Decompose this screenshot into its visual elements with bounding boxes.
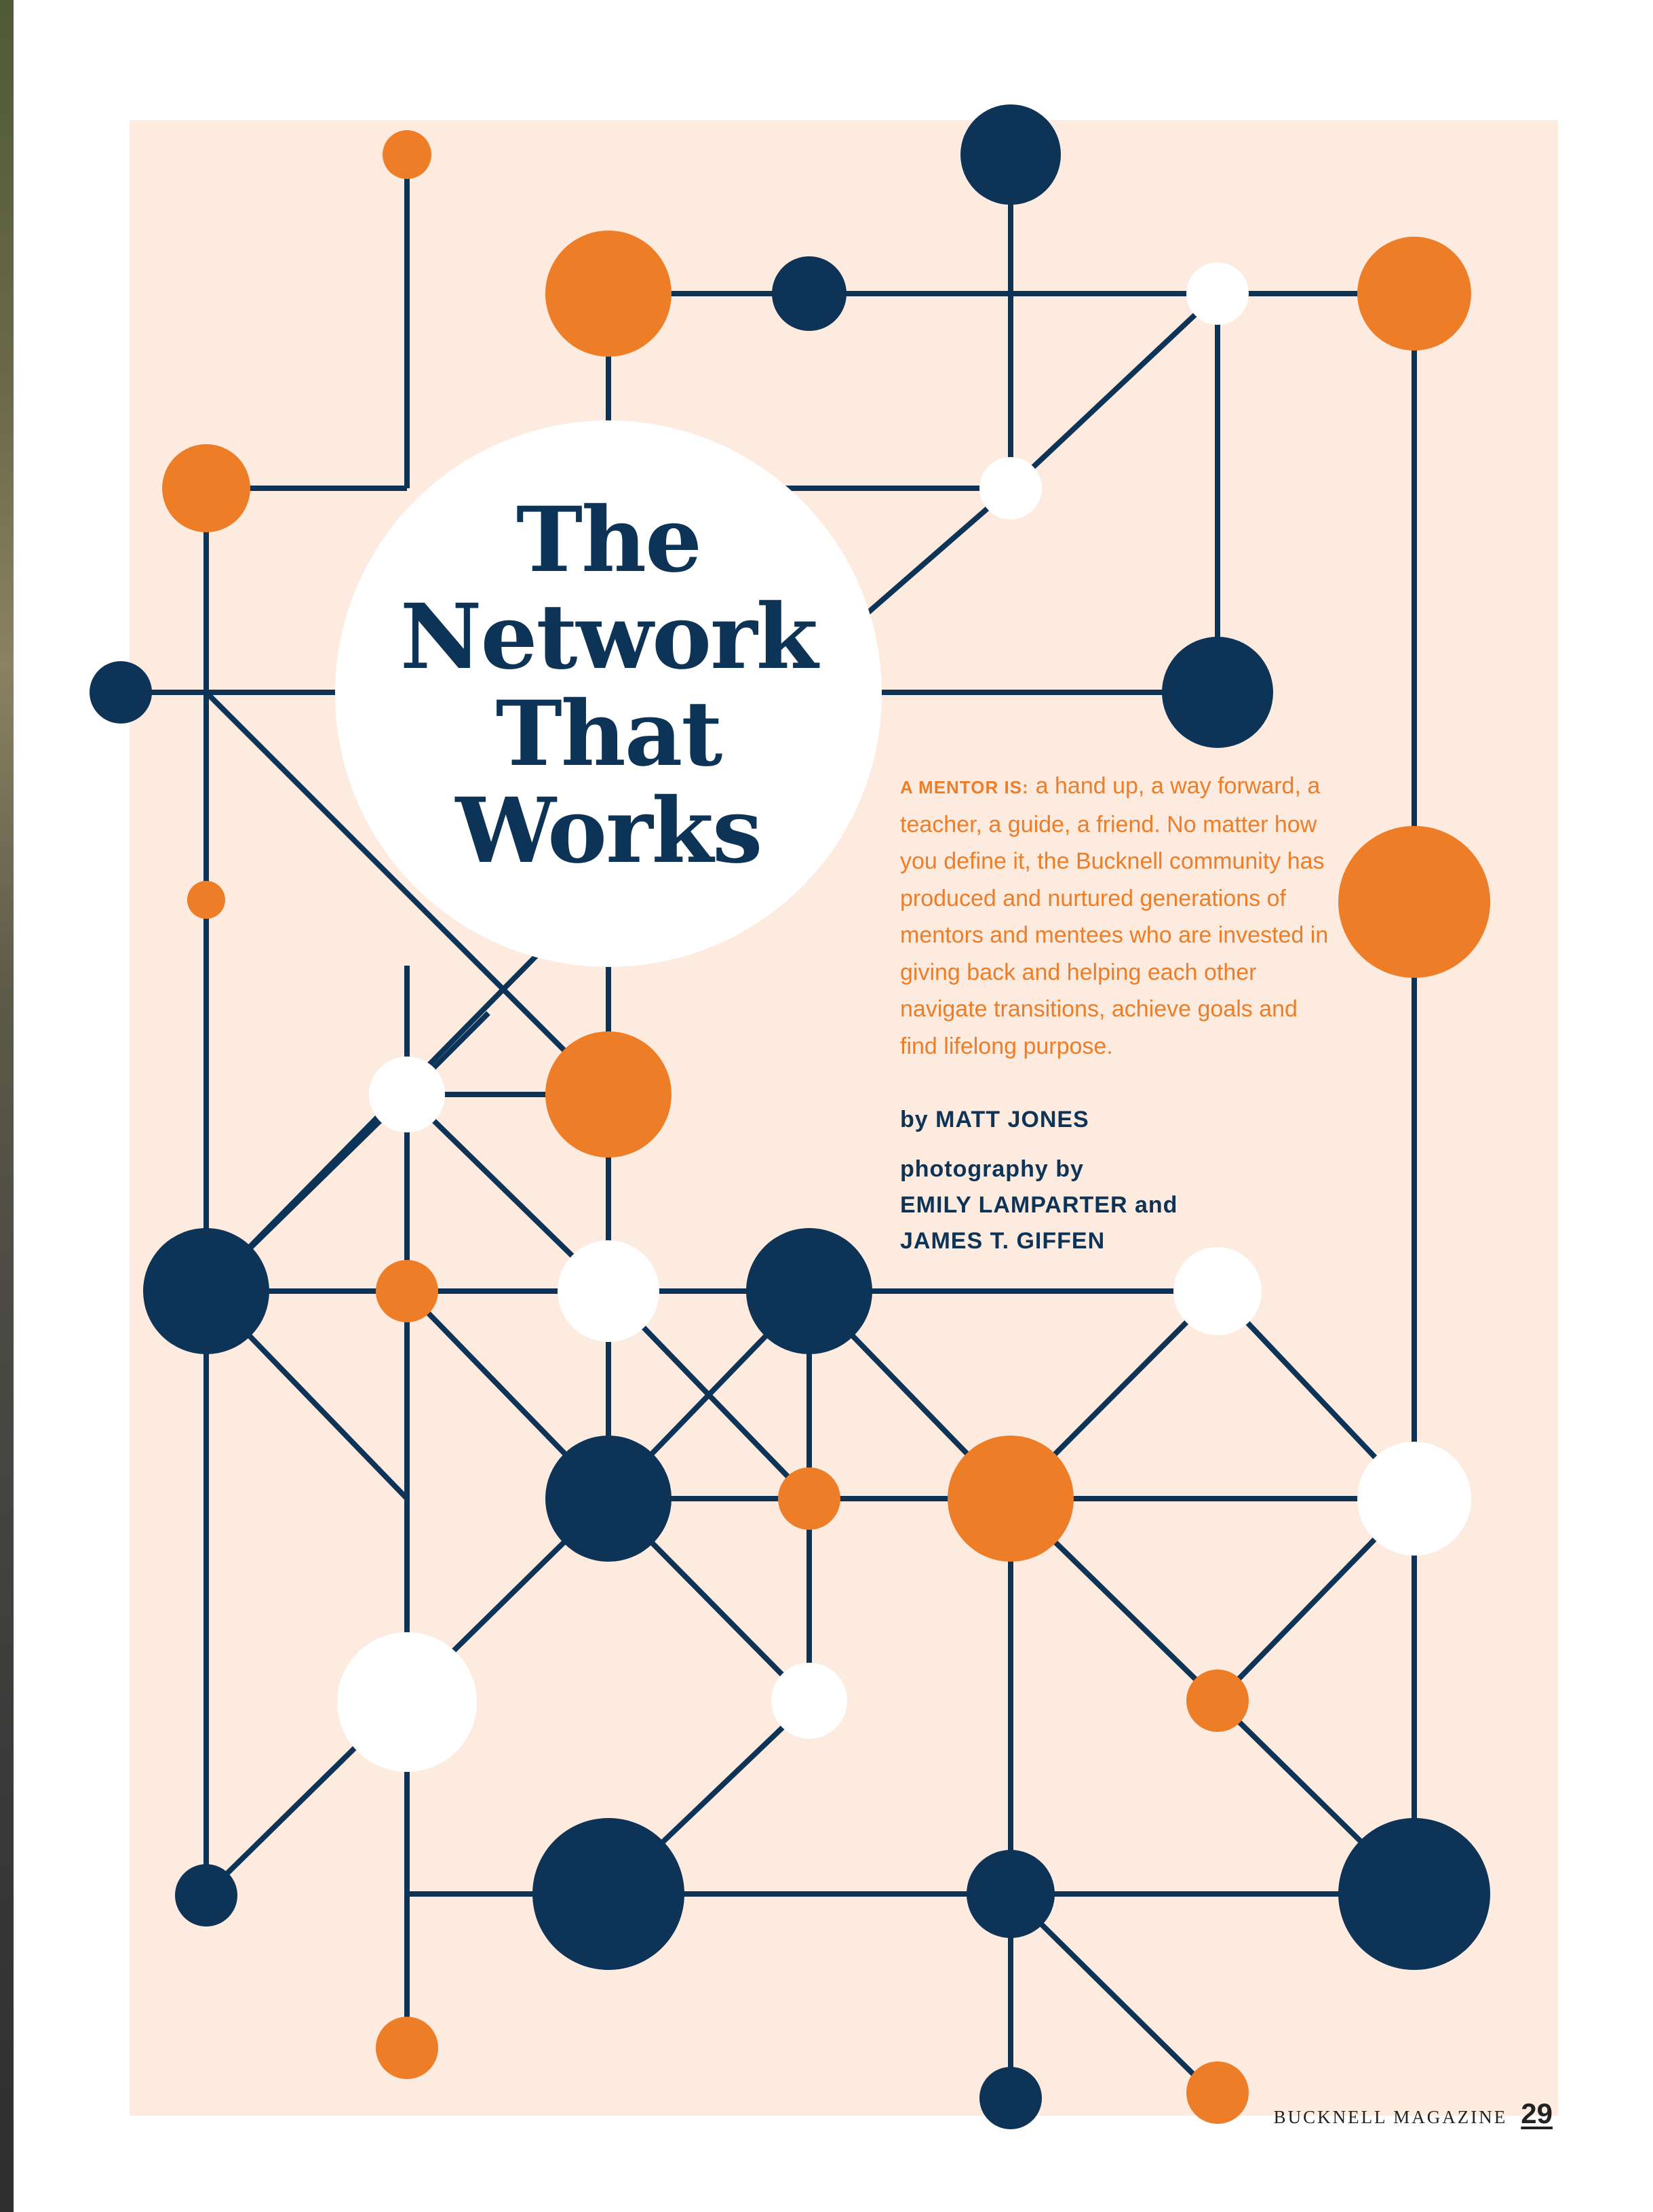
network-node	[1186, 2061, 1249, 2124]
network-node	[143, 1228, 269, 1354]
network-node	[90, 661, 152, 724]
magazine-name: BUCKNELL MAGAZINE	[1273, 2107, 1508, 2127]
title-circle	[335, 420, 882, 967]
title-line: The	[516, 488, 702, 593]
network-node	[746, 1228, 872, 1354]
network-node	[175, 1864, 237, 1927]
network-node	[187, 881, 225, 919]
title-line: Network	[400, 585, 818, 690]
network-node	[545, 1436, 672, 1562]
network-node	[967, 1850, 1055, 1938]
network-node	[1173, 1247, 1262, 1335]
intro-lead: A MENTOR IS:	[900, 777, 1029, 797]
credits: by MATT JONES photography by EMILY LAMPA…	[900, 1103, 1375, 1259]
network-node	[772, 256, 847, 331]
network-node	[778, 1467, 840, 1530]
network-node	[532, 1818, 684, 1970]
photo-credit-line: photography by	[900, 1156, 1084, 1182]
network-node	[1186, 262, 1249, 325]
network-link	[1009, 1892, 1220, 2100]
page-footer: BUCKNELL MAGAZINE 29	[1274, 2097, 1553, 2130]
network-link	[1009, 292, 1220, 490]
network-node	[558, 1240, 659, 1342]
photo-credit-line: EMILY LAMPARTER and	[900, 1192, 1178, 1218]
network-node	[771, 1663, 847, 1739]
network-node	[383, 130, 431, 179]
network-node	[337, 1632, 477, 1772]
title-line: Works	[455, 778, 763, 884]
network-node	[948, 1436, 1074, 1562]
illustration-background	[130, 120, 1558, 2116]
intro-paragraph: A MENTOR IS:a hand up, a way forward, a …	[900, 768, 1341, 1065]
intro-body: a hand up, a way forward, a teacher, a g…	[900, 773, 1329, 1059]
network-node	[369, 1056, 445, 1132]
article-title: The Network That Works	[337, 492, 880, 880]
network-link	[204, 947, 545, 1293]
network-node	[1162, 637, 1273, 748]
network-node	[960, 104, 1061, 205]
network-node	[162, 444, 250, 532]
network-node	[545, 231, 672, 357]
page-number: 29	[1521, 2097, 1553, 2129]
network-node	[979, 457, 1042, 519]
network-node	[1357, 237, 1471, 351]
adjacent-page-photo-edge	[0, 0, 14, 2212]
network-node	[1338, 826, 1490, 978]
network-node	[1186, 1670, 1249, 1732]
network-node	[545, 1031, 672, 1158]
network-node	[1338, 1818, 1490, 1970]
network-node	[1357, 1442, 1471, 1556]
network-node	[376, 1260, 438, 1322]
network-link	[839, 486, 1013, 639]
network-node	[979, 2067, 1042, 2129]
network-node	[376, 2017, 438, 2079]
byline: by MATT JONES	[900, 1107, 1089, 1132]
title-line: That	[495, 682, 723, 787]
photo-credit-line: JAMES T. GIFFEN	[900, 1228, 1106, 1254]
